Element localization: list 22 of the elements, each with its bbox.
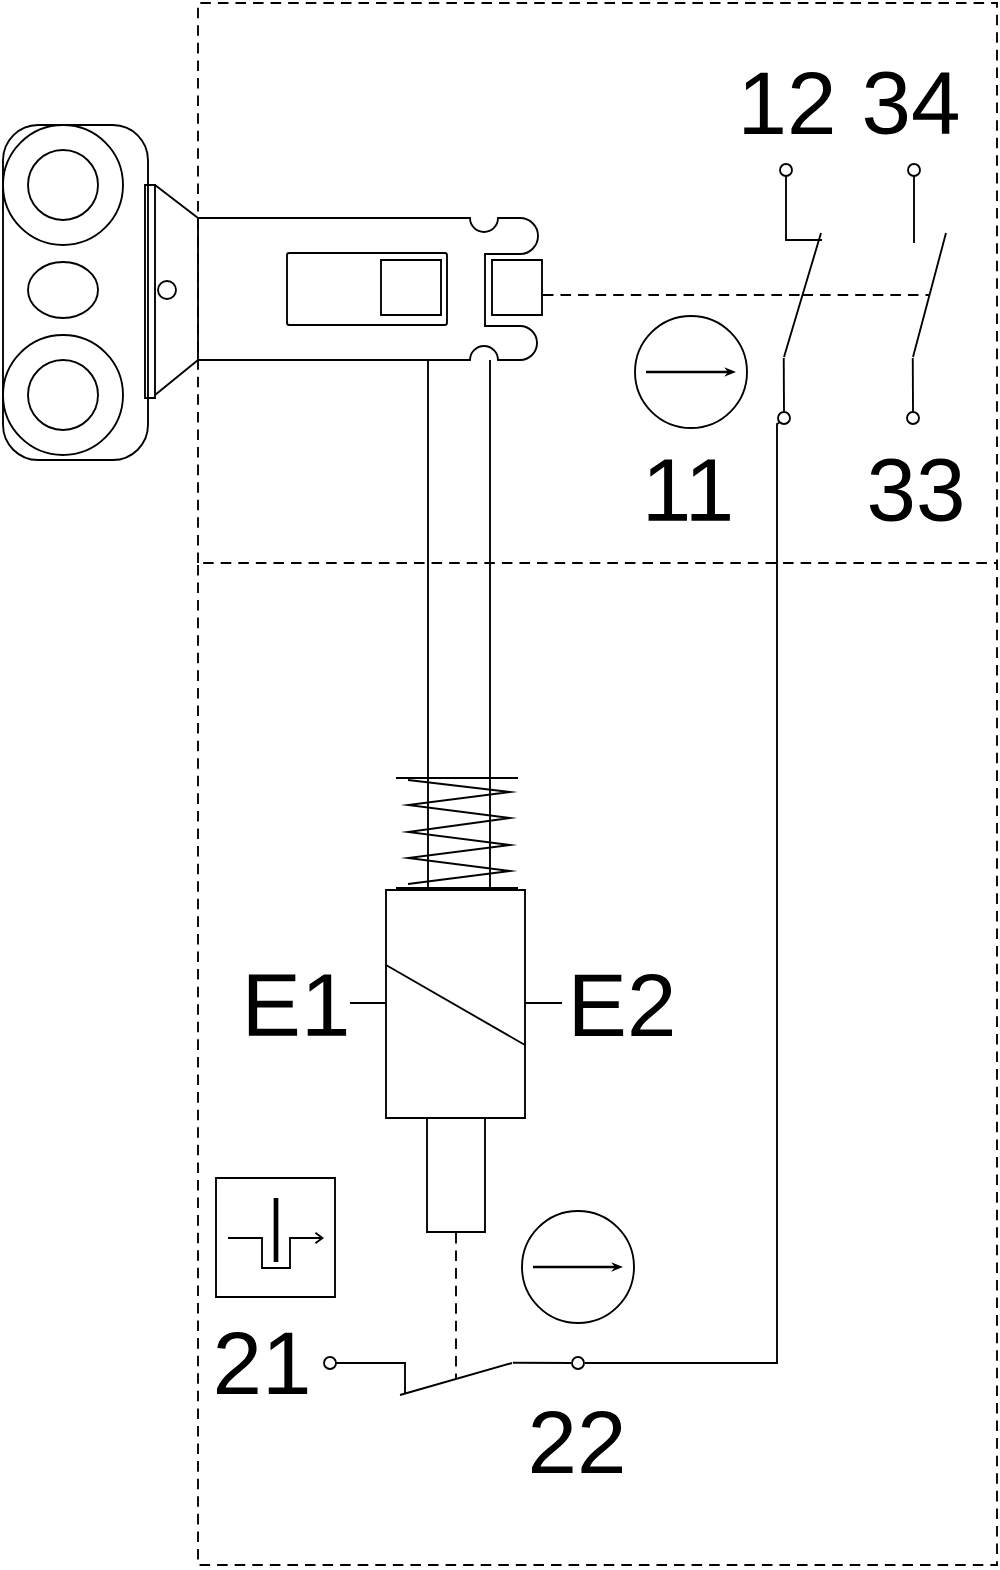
- terminal-label: 22: [531, 1410, 622, 1474]
- wire: [511, 1361, 572, 1364]
- switch-blade: [783, 232, 822, 358]
- mechanical-linkage: [801, 294, 931, 296]
- wire: [911, 356, 914, 412]
- terminal-label: E1: [248, 974, 347, 1036]
- terminal-label: 21: [216, 1331, 308, 1395]
- terminal-label: 33: [869, 458, 962, 522]
- terminal-label: E2: [574, 973, 672, 1037]
- terminal: [571, 1356, 585, 1370]
- switch-blade: [399, 1362, 513, 1396]
- terminal: [777, 411, 791, 425]
- solenoid-rod: [426, 1117, 486, 1233]
- actuator-tongue: [491, 259, 543, 316]
- wire: [584, 421, 781, 1364]
- terminal: [906, 411, 920, 425]
- terminal-label: 34: [864, 71, 958, 135]
- terminal-label: 11: [648, 459, 730, 521]
- switch-blade: [912, 232, 947, 358]
- mechanical-linkage: [455, 1232, 457, 1380]
- wire: [782, 356, 785, 412]
- terminal-label: 12: [744, 71, 832, 135]
